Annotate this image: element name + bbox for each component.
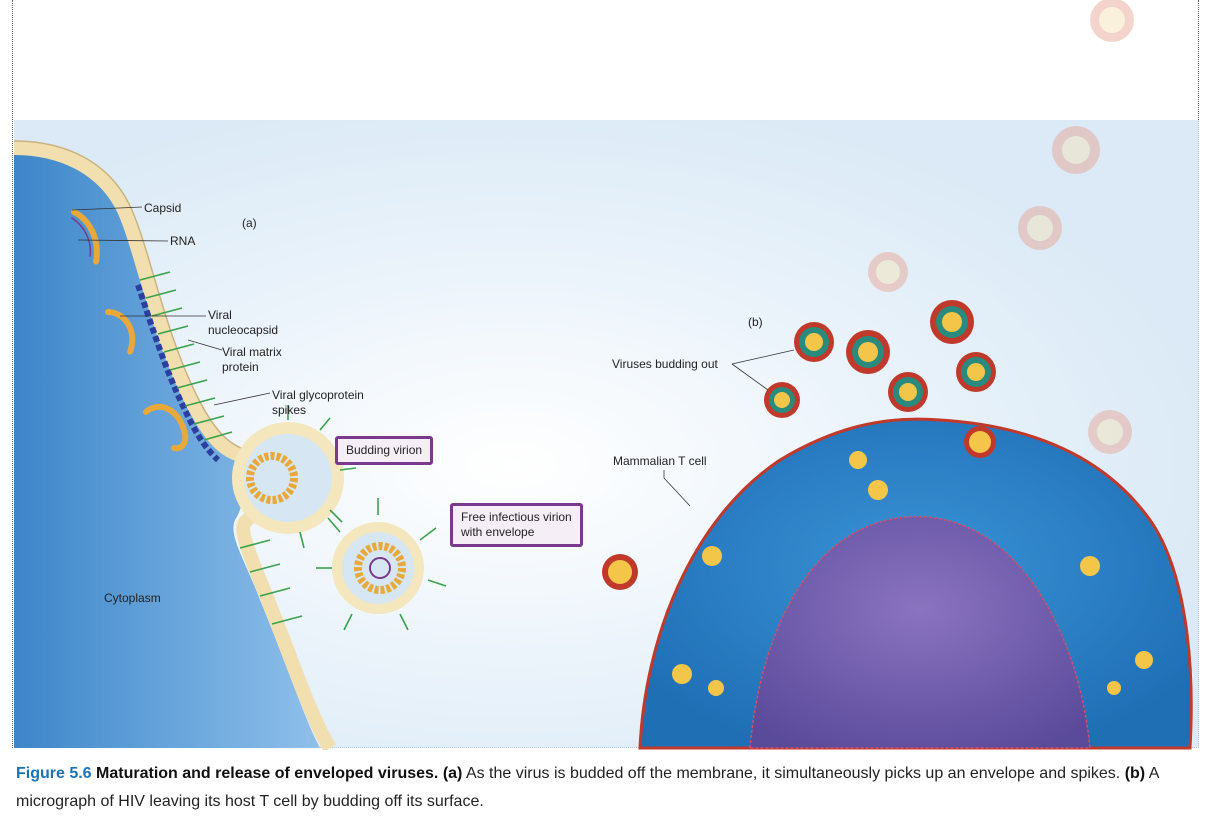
t-cell-granules: [672, 451, 1153, 696]
label-matrix-line1: Viral matrix: [222, 345, 282, 359]
budding-virion: [232, 405, 357, 549]
caption-part-b-text: A micrograph of HIV leaving its host T c…: [16, 765, 1159, 810]
label-viral-nucleocapsid-line2: nucleocapsid: [208, 323, 279, 337]
released-hiv-particles: [868, 0, 1134, 454]
capsid-3: [143, 403, 189, 452]
label-matrix-line2: protein: [222, 360, 259, 374]
label-glycoprotein-line2: spikes: [272, 403, 307, 417]
leader-lines-a: [71, 206, 271, 406]
host-membrane: [13, 141, 336, 750]
figure-number: Figure 5.6: [16, 765, 92, 782]
caption-part-a-tag: (a): [442, 765, 463, 782]
capsid-2: [105, 309, 136, 355]
host-membrane-outline: [13, 140, 247, 451]
label-cytoplasm: Cytoplasm: [104, 591, 161, 605]
label-mammalian-t-cell: Mammalian T cell: [613, 454, 707, 468]
capsid-1: [71, 209, 100, 265]
figure-caption: Figure 5.6 Maturation and release of env…: [16, 760, 1196, 816]
label-panel-a: (a): [242, 216, 257, 230]
label-viruses-budding-out: Viruses budding out: [612, 357, 718, 371]
budding-hiv-particles: [602, 300, 996, 590]
free-virion-callout: Free infectious virion with envelope: [450, 503, 583, 547]
figure-illustration: [13, 0, 1199, 750]
glycoprotein-spikes: [139, 271, 303, 625]
caption-part-b-tag: (b): [1124, 765, 1146, 782]
budding-virion-text: Budding virion: [346, 443, 423, 457]
label-viral-nucleocapsid-line1: Viral: [208, 308, 232, 322]
host-cytoplasm: [14, 150, 320, 748]
free-virion-text-line2: with envelope: [461, 525, 535, 539]
t-cell-micrograph: [638, 417, 1193, 750]
capsid-group: [71, 209, 189, 452]
matrix-protein-layer: [135, 284, 221, 463]
label-glycoprotein-line1: Viral glycoprotein: [272, 388, 364, 402]
label-panel-b: (b): [748, 315, 763, 329]
budding-virion-callout: Budding virion: [335, 436, 434, 465]
leader-lines-b: [663, 349, 795, 507]
label-capsid: Capsid: [144, 201, 182, 215]
rna-1: [71, 217, 92, 257]
label-rna: RNA: [170, 234, 196, 248]
free-virion-text-line1: Free infectious virion: [461, 510, 572, 524]
t-cell-nucleus: [749, 515, 1091, 749]
figure-title: Maturation and release of enveloped viru…: [96, 765, 439, 782]
caption-part-a-text: As the virus is budded off the membrane,…: [465, 765, 1121, 782]
free-virion: [316, 498, 447, 631]
